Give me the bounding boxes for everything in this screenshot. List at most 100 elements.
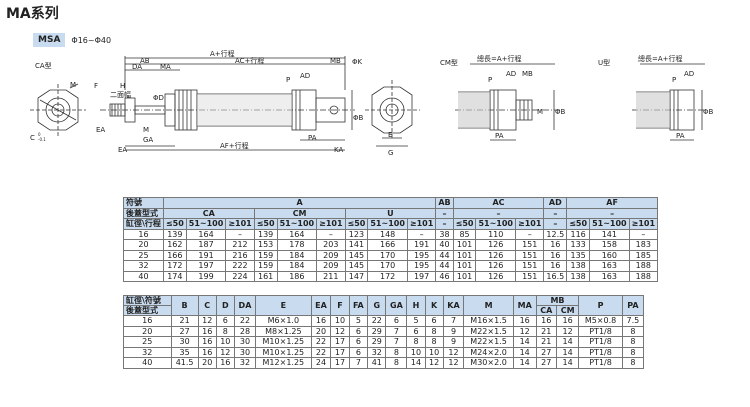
- table-cell: 197: [185, 260, 227, 272]
- dim-ma: MA: [160, 63, 171, 71]
- t2-h-da: DA: [233, 295, 257, 316]
- table-cell: 151: [514, 270, 545, 282]
- table-cell: 183: [628, 239, 659, 251]
- table-cell: 16: [215, 357, 235, 369]
- table-cell: 141: [589, 228, 630, 240]
- t1-h3-cell: 51~100: [276, 218, 318, 230]
- t1-h-ac-dash: –: [452, 207, 545, 219]
- t1-h3-cell: 51~100: [367, 218, 408, 230]
- table-cell: 12.5: [543, 228, 568, 240]
- table-cell: 216: [225, 249, 255, 261]
- table-cell: 12: [330, 325, 350, 337]
- table-cell: 12: [424, 357, 444, 369]
- table-cell: 135: [566, 249, 591, 261]
- table-cell: 41.5: [170, 357, 199, 369]
- table-cell: 30: [233, 346, 257, 358]
- table-cell: 6: [348, 325, 369, 337]
- table-cell: 10: [330, 315, 350, 327]
- table-cell: 163: [589, 270, 630, 282]
- table-cell: 163: [589, 260, 630, 272]
- t1-h-u: U: [344, 207, 437, 219]
- t1-h3-cell: –: [543, 218, 568, 230]
- t1-h3-cell: ≤50: [344, 218, 369, 230]
- table-cell: –: [225, 228, 255, 240]
- t2-h-d: D: [215, 295, 235, 316]
- table-cell: 10: [215, 336, 235, 348]
- table-cell: 6: [215, 315, 235, 327]
- u-phib: ΦB: [703, 108, 714, 116]
- table-cell: 8: [621, 325, 645, 337]
- table-cell: PT1/8: [578, 357, 623, 369]
- table-cell: 6: [424, 315, 444, 327]
- t2-h-f: F: [330, 295, 350, 316]
- table-cell: 12: [442, 357, 465, 369]
- table-cell: 16: [512, 315, 537, 327]
- model-row: MSA Φ16~Φ40: [33, 33, 111, 47]
- table-cell: 6: [385, 315, 408, 327]
- table-cell: 17: [330, 336, 350, 348]
- table-cell: 29: [367, 336, 387, 348]
- t1-h3-cell: ≤50: [162, 218, 187, 230]
- table-cell: 8: [406, 336, 426, 348]
- table-cell: 44: [435, 260, 454, 272]
- table-cell: M22×1.5: [463, 325, 514, 337]
- table-cell: 22: [233, 315, 257, 327]
- table-cell: 5: [406, 315, 426, 327]
- table-cell: 32: [123, 346, 172, 358]
- t2-h-ma: MA: [512, 295, 537, 316]
- table-cell: 7: [442, 315, 465, 327]
- table-cell: 22: [310, 336, 332, 348]
- table-cell: 8: [215, 325, 235, 337]
- t2-h-e: E: [255, 295, 312, 316]
- table-cell: 224: [225, 270, 255, 282]
- t2-h-corner-bottom: 後蓋型式: [123, 305, 172, 316]
- table-cell: 20: [123, 325, 172, 337]
- table-cell: 40: [123, 357, 172, 369]
- table-cell: 166: [162, 249, 187, 261]
- table-cell: 158: [589, 239, 630, 251]
- t2-h-ea: EA: [310, 295, 332, 316]
- t1-h-ab-dash: –: [435, 207, 454, 219]
- table-cell: M10×1.25: [255, 346, 312, 358]
- dim-ga: GA: [143, 136, 153, 144]
- table-cell: 199: [185, 270, 227, 282]
- table-cell: 139: [253, 228, 278, 240]
- dimension-table-b: 缸徑\符號 B C D DA E EA F FA G GA H K KA M M…: [123, 295, 645, 369]
- table-cell: 8: [621, 336, 645, 348]
- table-cell: 187: [185, 239, 227, 251]
- table-cell: –: [514, 228, 545, 240]
- table-cell: 184: [276, 260, 318, 272]
- table-cell: 186: [276, 270, 318, 282]
- table-cell: 29: [367, 325, 387, 337]
- t2-h-mb-ca: CA: [535, 305, 557, 316]
- table-cell: 151: [514, 260, 545, 272]
- table-cell: 195: [406, 260, 437, 272]
- table-cell: 7: [385, 325, 408, 337]
- table-cell: 25: [123, 336, 172, 348]
- table-cell: 126: [475, 270, 516, 282]
- table-cell: 8: [385, 346, 408, 358]
- table-cell: M24×2.0: [463, 346, 514, 358]
- table-cell: 6: [348, 346, 369, 358]
- t2-h-mb: MB: [535, 295, 580, 306]
- table-cell: 222: [225, 260, 255, 272]
- table-cell: 20: [310, 325, 332, 337]
- table-cell: 10: [424, 346, 444, 358]
- t1-h3-cell: 51~100: [589, 218, 630, 230]
- dim-pa: PA: [308, 134, 317, 142]
- table-cell: 7: [348, 357, 369, 369]
- table-cell: 166: [367, 239, 408, 251]
- table-cell: 22: [367, 315, 387, 327]
- table-cell: 101: [452, 270, 477, 282]
- table-cell: 159: [253, 260, 278, 272]
- table-cell: 195: [406, 249, 437, 261]
- table-cell: 28: [233, 325, 257, 337]
- t1-h-a: A: [162, 197, 437, 209]
- table-cell: 197: [406, 270, 437, 282]
- table-cell: PT1/8: [578, 346, 623, 358]
